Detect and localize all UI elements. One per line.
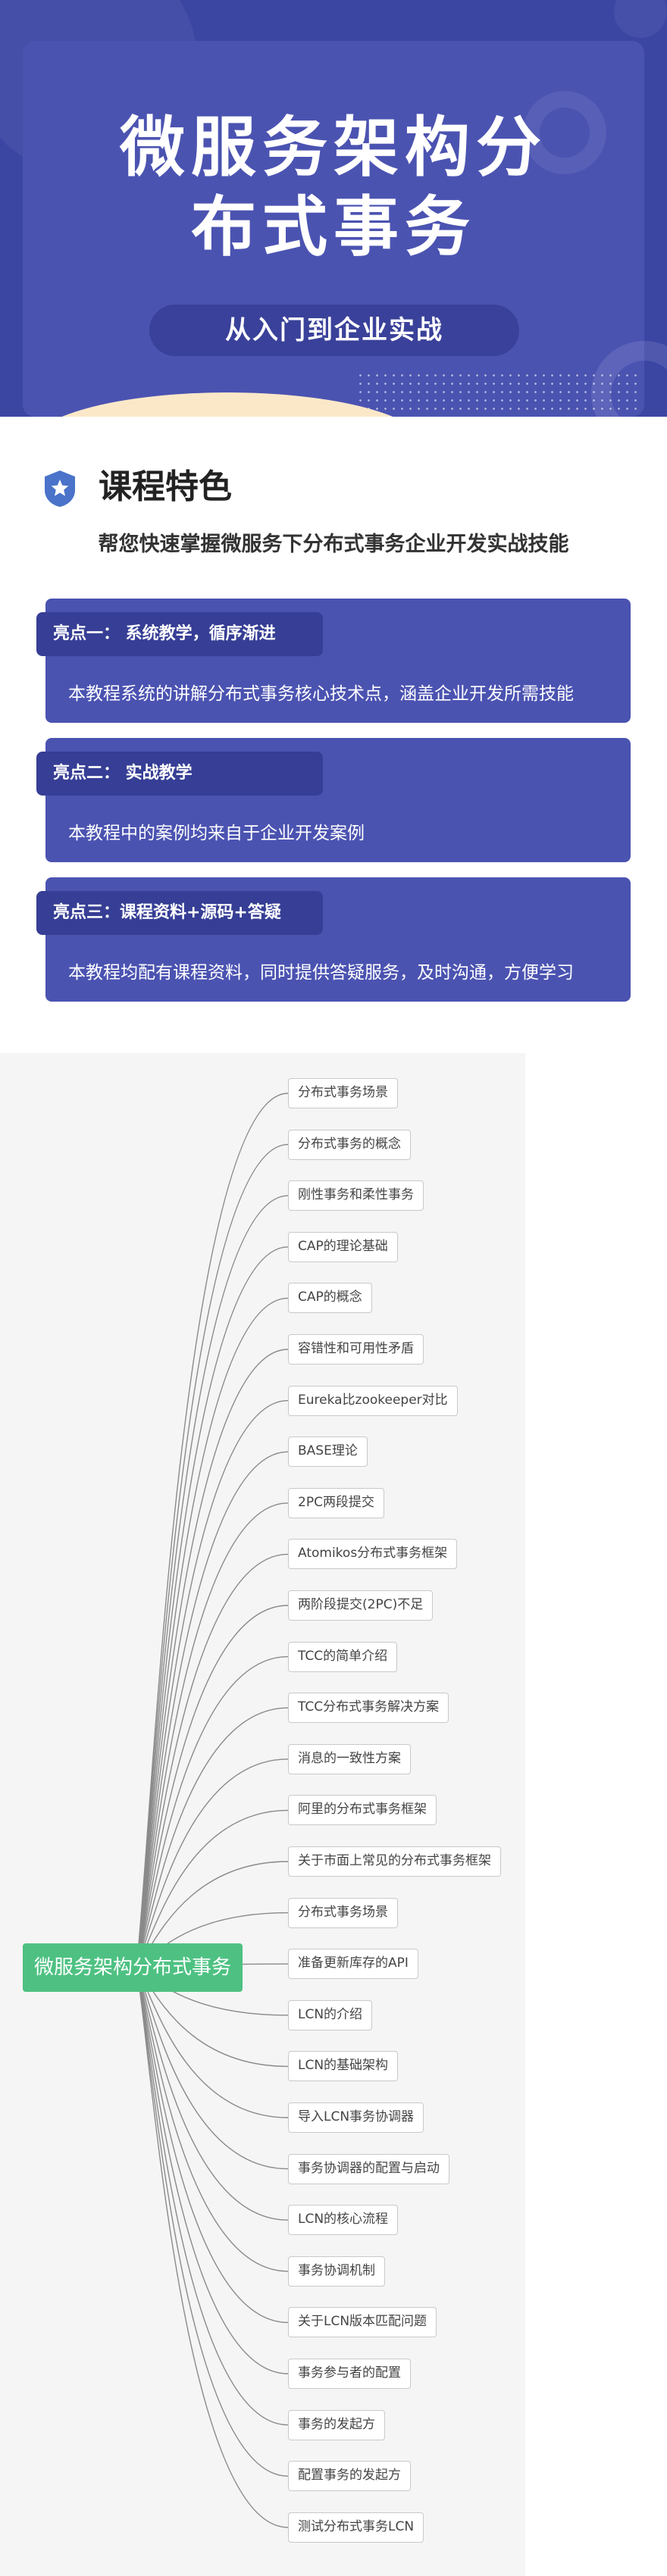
mindmap-connector xyxy=(136,1967,289,2374)
features-title: 课程特色 xyxy=(99,467,232,506)
feature-card-tag: 亮点二： 实战教学 xyxy=(36,752,323,796)
mindmap-connector xyxy=(136,1399,289,1968)
mindmap-connector xyxy=(136,1451,289,1968)
feature-card-text: 本教程中的案例均来自于企业开发案例 xyxy=(68,824,365,843)
mindmap-connector xyxy=(136,1707,289,1968)
mindmap-node: 阿里的分布式事务框架 xyxy=(288,1795,437,1826)
mindmap: 微服务架构分布式事务 分布式事务场景分布式事务的概念刚性事务和柔性事务 CAP的理… xyxy=(0,1053,525,2576)
mindmap-node: 2PC两段提交 xyxy=(288,1487,384,1518)
mindmap-connector xyxy=(136,1502,289,1968)
mindmap-node: TCC的简单介绍 xyxy=(288,1641,398,1672)
mindmap-connector xyxy=(136,1967,289,2477)
mindmap-node: Eureka比zookeeper对比 xyxy=(288,1385,458,1416)
mindmap-node: 事务参与者的配置 xyxy=(288,2359,411,2389)
mindmap-node: 分布式事务场景 xyxy=(288,1078,398,1108)
mindmap-connector xyxy=(136,1349,289,1968)
feature-card: 亮点一： 系统教学，循序渐进 本教程系统的讲解分布式事务核心技术点，涵盖企业开发… xyxy=(36,599,631,723)
mindmap-node: CAP的理论基础 xyxy=(288,1231,398,1262)
feature-card-text: 本教程均配有课程资料，同时提供答疑服务，及时沟通，方便学习 xyxy=(68,963,574,983)
mindmap-node: 消息的一致性方案 xyxy=(288,1743,411,1774)
shield-star-icon xyxy=(45,470,75,507)
hero-banner: 微服务架构分 布式事务 从入门到企业实战 xyxy=(0,0,667,417)
mindmap-node: 关于市面上常见的分布式事务框架 xyxy=(288,1846,501,1877)
mindmap-connectors xyxy=(136,1093,289,2528)
hero-decoration-circle xyxy=(614,0,667,38)
mindmap-node: 分布式事务的概念 xyxy=(288,1129,411,1160)
mindmap-node: CAP的概念 xyxy=(288,1283,372,1314)
feature-card: 亮点二： 实战教学 本教程中的案例均来自于企业开发案例 xyxy=(36,738,631,862)
hero-subtitle-pill: 从入门到企业实战 xyxy=(149,305,519,356)
mindmap-connector xyxy=(136,1093,289,1968)
feature-card: 亮点三：课程资料+源码+答疑 本教程均配有课程资料，同时提供答疑服务，及时沟通，… xyxy=(36,877,631,1002)
mindmap-connector xyxy=(136,1297,289,1968)
mindmap-node: LCN的基础架构 xyxy=(288,2051,399,2082)
mindmap-node: 配置事务的发起方 xyxy=(288,2461,411,2492)
mindmap-node: 准备更新库存的API xyxy=(288,1949,418,1980)
hero-title-line2: 布式事务 xyxy=(191,189,476,265)
mindmap-node: Atomikos分布式事务框架 xyxy=(288,1539,458,1570)
mindmap-node: 关于LCN版本匹配问题 xyxy=(288,2307,437,2338)
mindmap-node: 两阶段提交(2PC)不足 xyxy=(288,1590,434,1621)
mindmap-node: 刚性事务和柔性事务 xyxy=(288,1180,424,1211)
mindmap-connector xyxy=(136,1605,289,1968)
mindmap-node: TCC分布式事务解决方案 xyxy=(288,1693,449,1724)
mindmap-node: 导入LCN事务协调器 xyxy=(288,2102,424,2133)
mindmap-connector xyxy=(136,1967,289,2221)
mindmap-connector xyxy=(136,1195,289,1968)
feature-card-text: 本教程系统的讲解分布式事务核心技术点，涵盖企业开发所需技能 xyxy=(68,684,574,704)
feature-card-tag: 亮点一： 系统教学，循序渐进 xyxy=(36,612,323,656)
mindmap-root: 微服务架构分布式事务 xyxy=(23,1943,243,1992)
mindmap-node: 事务协调机制 xyxy=(288,2256,385,2287)
mindmap-node: 分布式事务场景 xyxy=(288,1897,398,1928)
mindmap-connector xyxy=(136,1143,289,1968)
mindmap-node: 事务协调器的配置与启动 xyxy=(288,2153,449,2184)
mindmap-connector xyxy=(136,1967,289,2272)
mindmap-node: BASE理论 xyxy=(288,1436,368,1468)
mindmap-connector xyxy=(136,1246,289,1968)
mindmap-node: 容错性和可用性矛盾 xyxy=(288,1334,424,1365)
hero-title-line1: 微服务架构分 xyxy=(120,109,547,186)
mindmap-connector xyxy=(136,1553,289,1968)
hero-dot-pattern xyxy=(356,371,637,411)
mindmap-connector xyxy=(136,1655,289,1968)
mindmap-node: 测试分布式事务LCN xyxy=(288,2512,424,2543)
mindmap-connector xyxy=(136,1967,289,2426)
mindmap-connector xyxy=(136,1967,289,2528)
mindmap-node: LCN的介绍 xyxy=(288,1999,373,2030)
mindmap-connector xyxy=(136,1967,289,2324)
feature-card-tag: 亮点三：课程资料+源码+答疑 xyxy=(36,891,323,935)
mindmap-node: LCN的核心流程 xyxy=(288,2205,399,2236)
features-subtitle: 帮您快速掌握微服务下分布式事务企业开发实战技能 xyxy=(98,533,569,556)
mindmap-node: 事务的发起方 xyxy=(288,2409,385,2440)
